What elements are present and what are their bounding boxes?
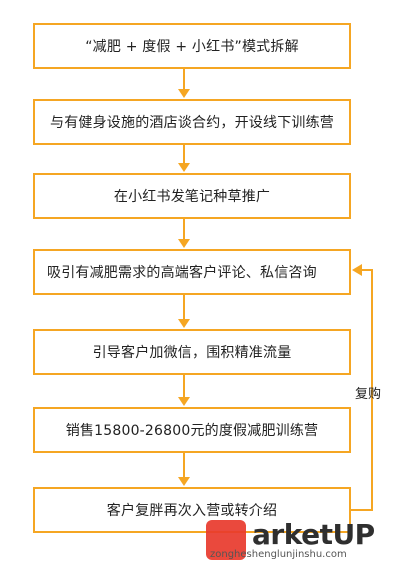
step-label: “减肥 + 度假 + 小红书”模式拆解 [85,39,299,55]
step-label: 销售15800-26800元的度假减肥训练营 [65,423,319,439]
step-label: 吸引有减肥需求的高端客户评论、私信咨询 [47,265,317,281]
step-box-xiaohongshu-promotion: 在小红书发笔记种草推广 [33,173,351,219]
loop-back-line [351,269,373,511]
arrow-down-icon [178,163,190,172]
step-box-sell-camp: 销售15800-26800元的度假减肥训练营 [33,407,351,453]
step-label: 客户复胖再次入营或转介绍 [106,503,278,519]
arrow-down-icon [178,89,190,98]
step-label: 引导客户加微信，围积精准流量 [92,345,292,361]
step-box-wechat-traffic: 引导客户加微信，围积精准流量 [33,329,351,375]
step-box-model-breakdown: “减肥 + 度假 + 小红书”模式拆解 [33,23,351,69]
brand-mark-icon [206,520,246,560]
step-box-hotel-partnership: 与有健身设施的酒店谈合约，开设线下训练营 [33,99,351,145]
watermark-url: zongheshenglunjinshu.com [210,549,347,560]
step-box-repurchase-referral: 客户复胖再次入营或转介绍 [33,487,351,533]
step-label: 与有健身设施的酒店谈合约，开设线下训练营 [50,115,334,131]
arrow-down-icon [178,397,190,406]
arrow-down-icon [178,477,190,486]
step-label: 在小红书发笔记种草推广 [113,189,271,205]
arrow-left-icon [352,264,362,276]
watermark-brand: arketUP [252,518,375,551]
arrow-down-icon [178,239,190,248]
arrow-down-icon [178,319,190,328]
loop-label-repurchase: 复购 [355,387,382,402]
watermark-logo: arketUP zongheshenglunjinshu.com [200,516,401,565]
step-box-attract-clients: 吸引有减肥需求的高端客户评论、私信咨询 [33,249,351,295]
